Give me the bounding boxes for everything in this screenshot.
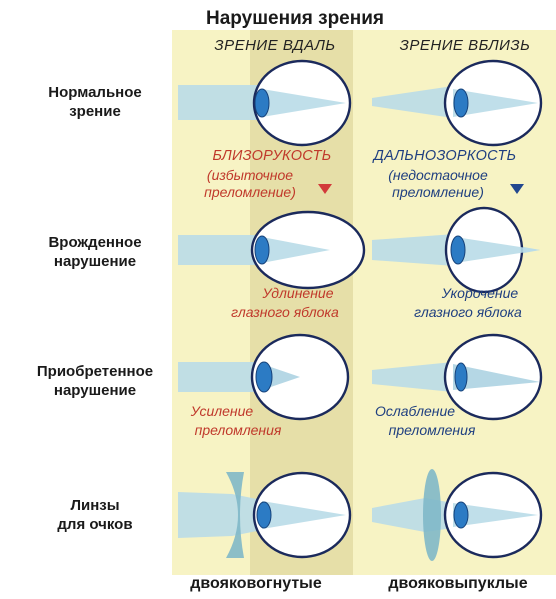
- hyperopia-acquired-cause-line1: Ослабление: [375, 403, 455, 419]
- lens-label-concave: двояковогнутые: [190, 575, 322, 592]
- eye-lens-icon: [254, 235, 270, 265]
- eye-lens-icon: [453, 88, 469, 118]
- light-beam-far-congenital-inner: [262, 237, 330, 263]
- hyperopia-note-line1: (недостаочное: [388, 167, 488, 183]
- myopia-note-line2: преломление): [204, 184, 296, 200]
- light-beam-near-normal-inner: [453, 89, 538, 117]
- myopia-acquired-cause-line2: преломления: [195, 422, 282, 438]
- row-label-normal-line2: зрение: [69, 103, 121, 120]
- concave-lens-icon: [226, 472, 244, 558]
- myopia-congenital-cause-line1: Удлинение: [262, 285, 334, 301]
- light-beam-near-lenses-inner: [453, 503, 538, 527]
- column-header-near: ЗРЕНИЕ ВБЛИЗЬ: [400, 37, 531, 54]
- light-beam-far-lenses-inner: [262, 501, 346, 529]
- eye-lens-icon: [454, 362, 468, 392]
- light-beam-far-normal-inner: [262, 89, 346, 117]
- hyperopia-note-line2: преломление): [392, 184, 484, 200]
- eye-lens-icon: [256, 501, 272, 529]
- background-gap: [353, 30, 371, 575]
- eye-lens-icon: [255, 361, 273, 393]
- eye-lens-icon: [450, 235, 466, 265]
- convex-lens-icon: [423, 469, 441, 561]
- blue-triangle-icon: [510, 184, 524, 194]
- hyperopia-title: ДАЛЬНОЗОРКОСТЬ: [372, 148, 517, 164]
- row-label-congenital-line2: нарушение: [54, 253, 136, 270]
- row-label-normal-line1: Нормальное: [48, 84, 142, 101]
- lens-label-convex: двояковыпуклые: [388, 575, 527, 592]
- row-label-acquired-line1: Приобретенное: [37, 363, 153, 380]
- hyperopia-congenital-cause-line2: глазного яблока: [414, 304, 522, 320]
- myopia-note-line1: (избыточное: [207, 167, 293, 183]
- myopia-acquired-cause-line1: Усиление: [190, 403, 254, 419]
- light-beam-near-congenital-inner: [455, 237, 540, 263]
- page-title: Нарушения зрения: [206, 8, 384, 29]
- myopia-title: БЛИЗОРУКОСТЬ: [213, 148, 332, 164]
- hyperopia-acquired-cause-line2: преломления: [389, 422, 476, 438]
- row-label-congenital-line1: Врожденное: [48, 234, 141, 251]
- myopia-congenital-cause-line2: глазного яблока: [231, 304, 339, 320]
- column-header-far: ЗРЕНИЕ ВДАЛЬ: [214, 37, 335, 54]
- eye-lens-icon: [254, 88, 270, 118]
- row-label-acquired-line2: нарушение: [54, 382, 136, 399]
- eye-lens-icon: [453, 501, 469, 529]
- light-beam-near-acquired-inner: [453, 364, 540, 390]
- hyperopia-congenital-cause-line1: Укорочение: [441, 285, 519, 301]
- red-triangle-icon: [318, 184, 332, 194]
- row-label-lenses-line2: для очков: [57, 516, 132, 533]
- row-label-lenses-line1: Линзы: [70, 497, 119, 514]
